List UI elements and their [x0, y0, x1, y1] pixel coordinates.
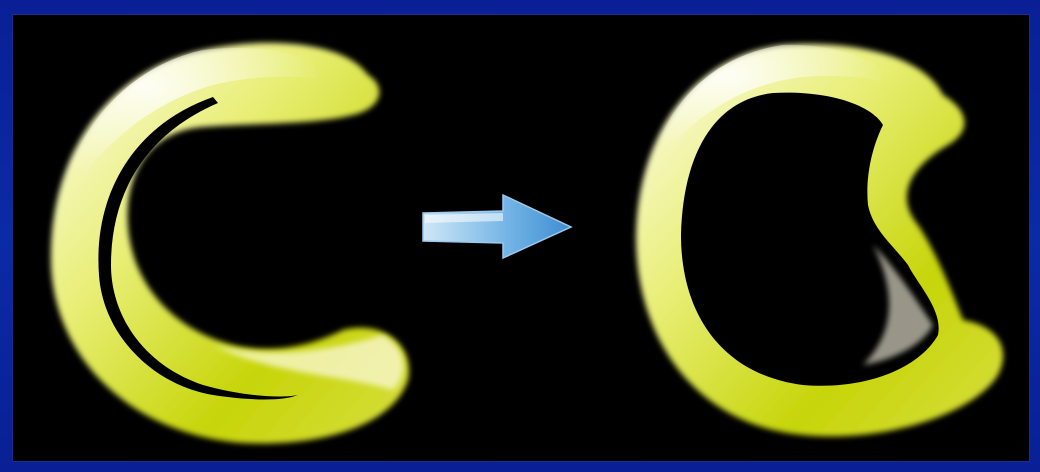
left-meniscus — [51, 43, 409, 444]
image-panel — [12, 14, 1030, 462]
illustration — [13, 15, 1031, 463]
right-meniscus — [636, 44, 1003, 436]
right-arrow-icon — [423, 195, 571, 258]
